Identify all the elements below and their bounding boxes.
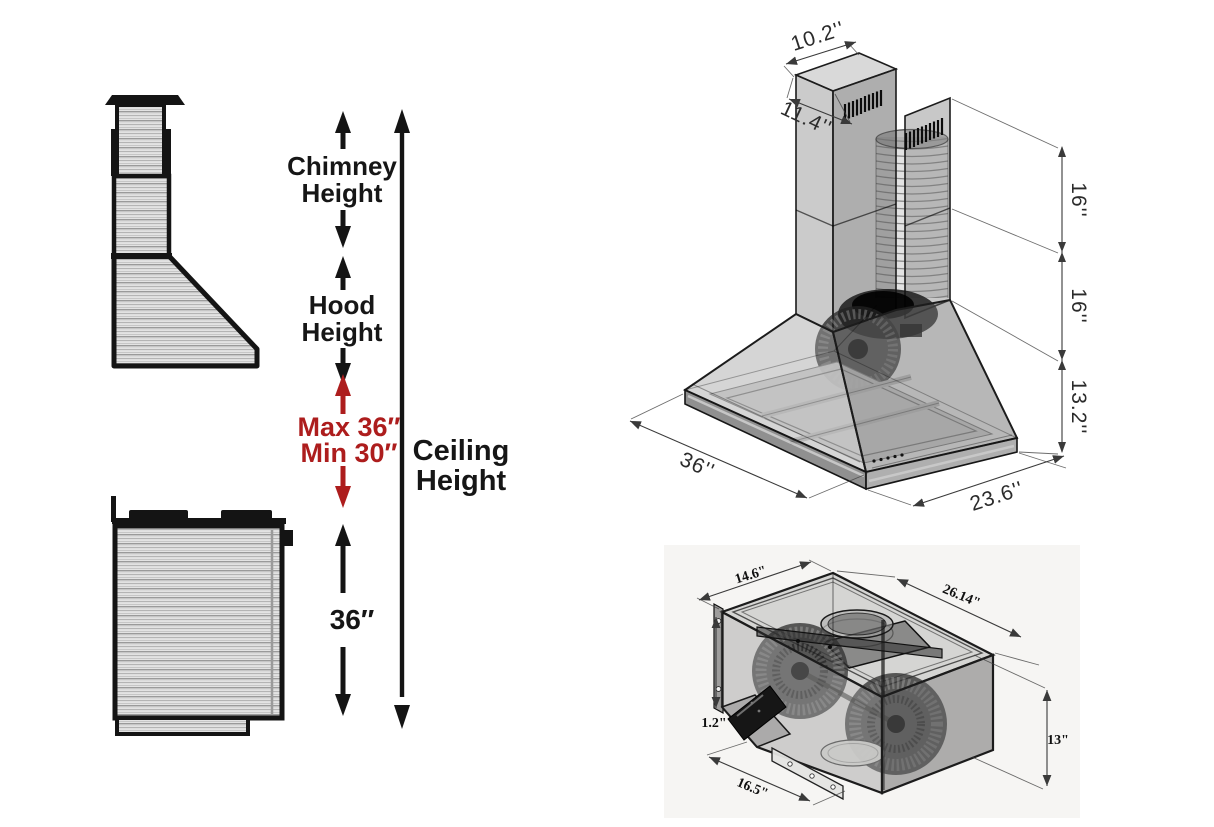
ceiling-height-label: Ceiling Height bbox=[413, 436, 510, 496]
chimney-height-line1: Chimney bbox=[287, 151, 397, 181]
ceiling-height-line2: Height bbox=[415, 465, 507, 497]
lower-chimney-height-label: 16'' bbox=[1067, 288, 1090, 324]
control-buttons-icon bbox=[872, 453, 904, 463]
hood-dimension-lines bbox=[629, 41, 1065, 507]
blower-extension-lines bbox=[696, 559, 1046, 806]
hood-isometric-drawing bbox=[629, 41, 1067, 507]
hood-dimension-ticks bbox=[1058, 146, 1066, 453]
max-clearance-line: Max 36″ bbox=[297, 412, 401, 442]
wiring-box-icon bbox=[727, 685, 787, 741]
side-view-range-illustration bbox=[111, 496, 293, 736]
hood-height-line1: Hood bbox=[308, 290, 376, 320]
mount-clearance-label: Max 36″ Min 30″ bbox=[297, 412, 401, 468]
upper-chimney-height-label: 16'' bbox=[1067, 182, 1090, 218]
min-clearance-line: Min 30″ bbox=[300, 438, 398, 468]
vent-slots-icon bbox=[904, 118, 944, 150]
hood-height-line2: Height bbox=[301, 317, 383, 347]
height-annotation-arrows bbox=[335, 109, 410, 729]
blower-flange-label: 1.2" bbox=[701, 716, 727, 731]
blower-dimension-lines bbox=[698, 561, 1052, 802]
hood-body-height-label: 13.2'' bbox=[1067, 379, 1090, 435]
counter-clearance-label: 36″ bbox=[329, 604, 375, 635]
chimney-height-line2: Height bbox=[301, 178, 383, 208]
clearance-arrows bbox=[335, 374, 351, 508]
chimney-height-label: Chimney Height bbox=[287, 153, 397, 207]
blower-isometric-drawing bbox=[664, 545, 1080, 818]
ceiling-height-line1: Ceiling bbox=[412, 435, 510, 467]
blower-height-label: 13" bbox=[1047, 733, 1069, 748]
hood-height-label: Hood Height bbox=[302, 292, 383, 346]
side-view-hood-illustration bbox=[105, 95, 260, 369]
